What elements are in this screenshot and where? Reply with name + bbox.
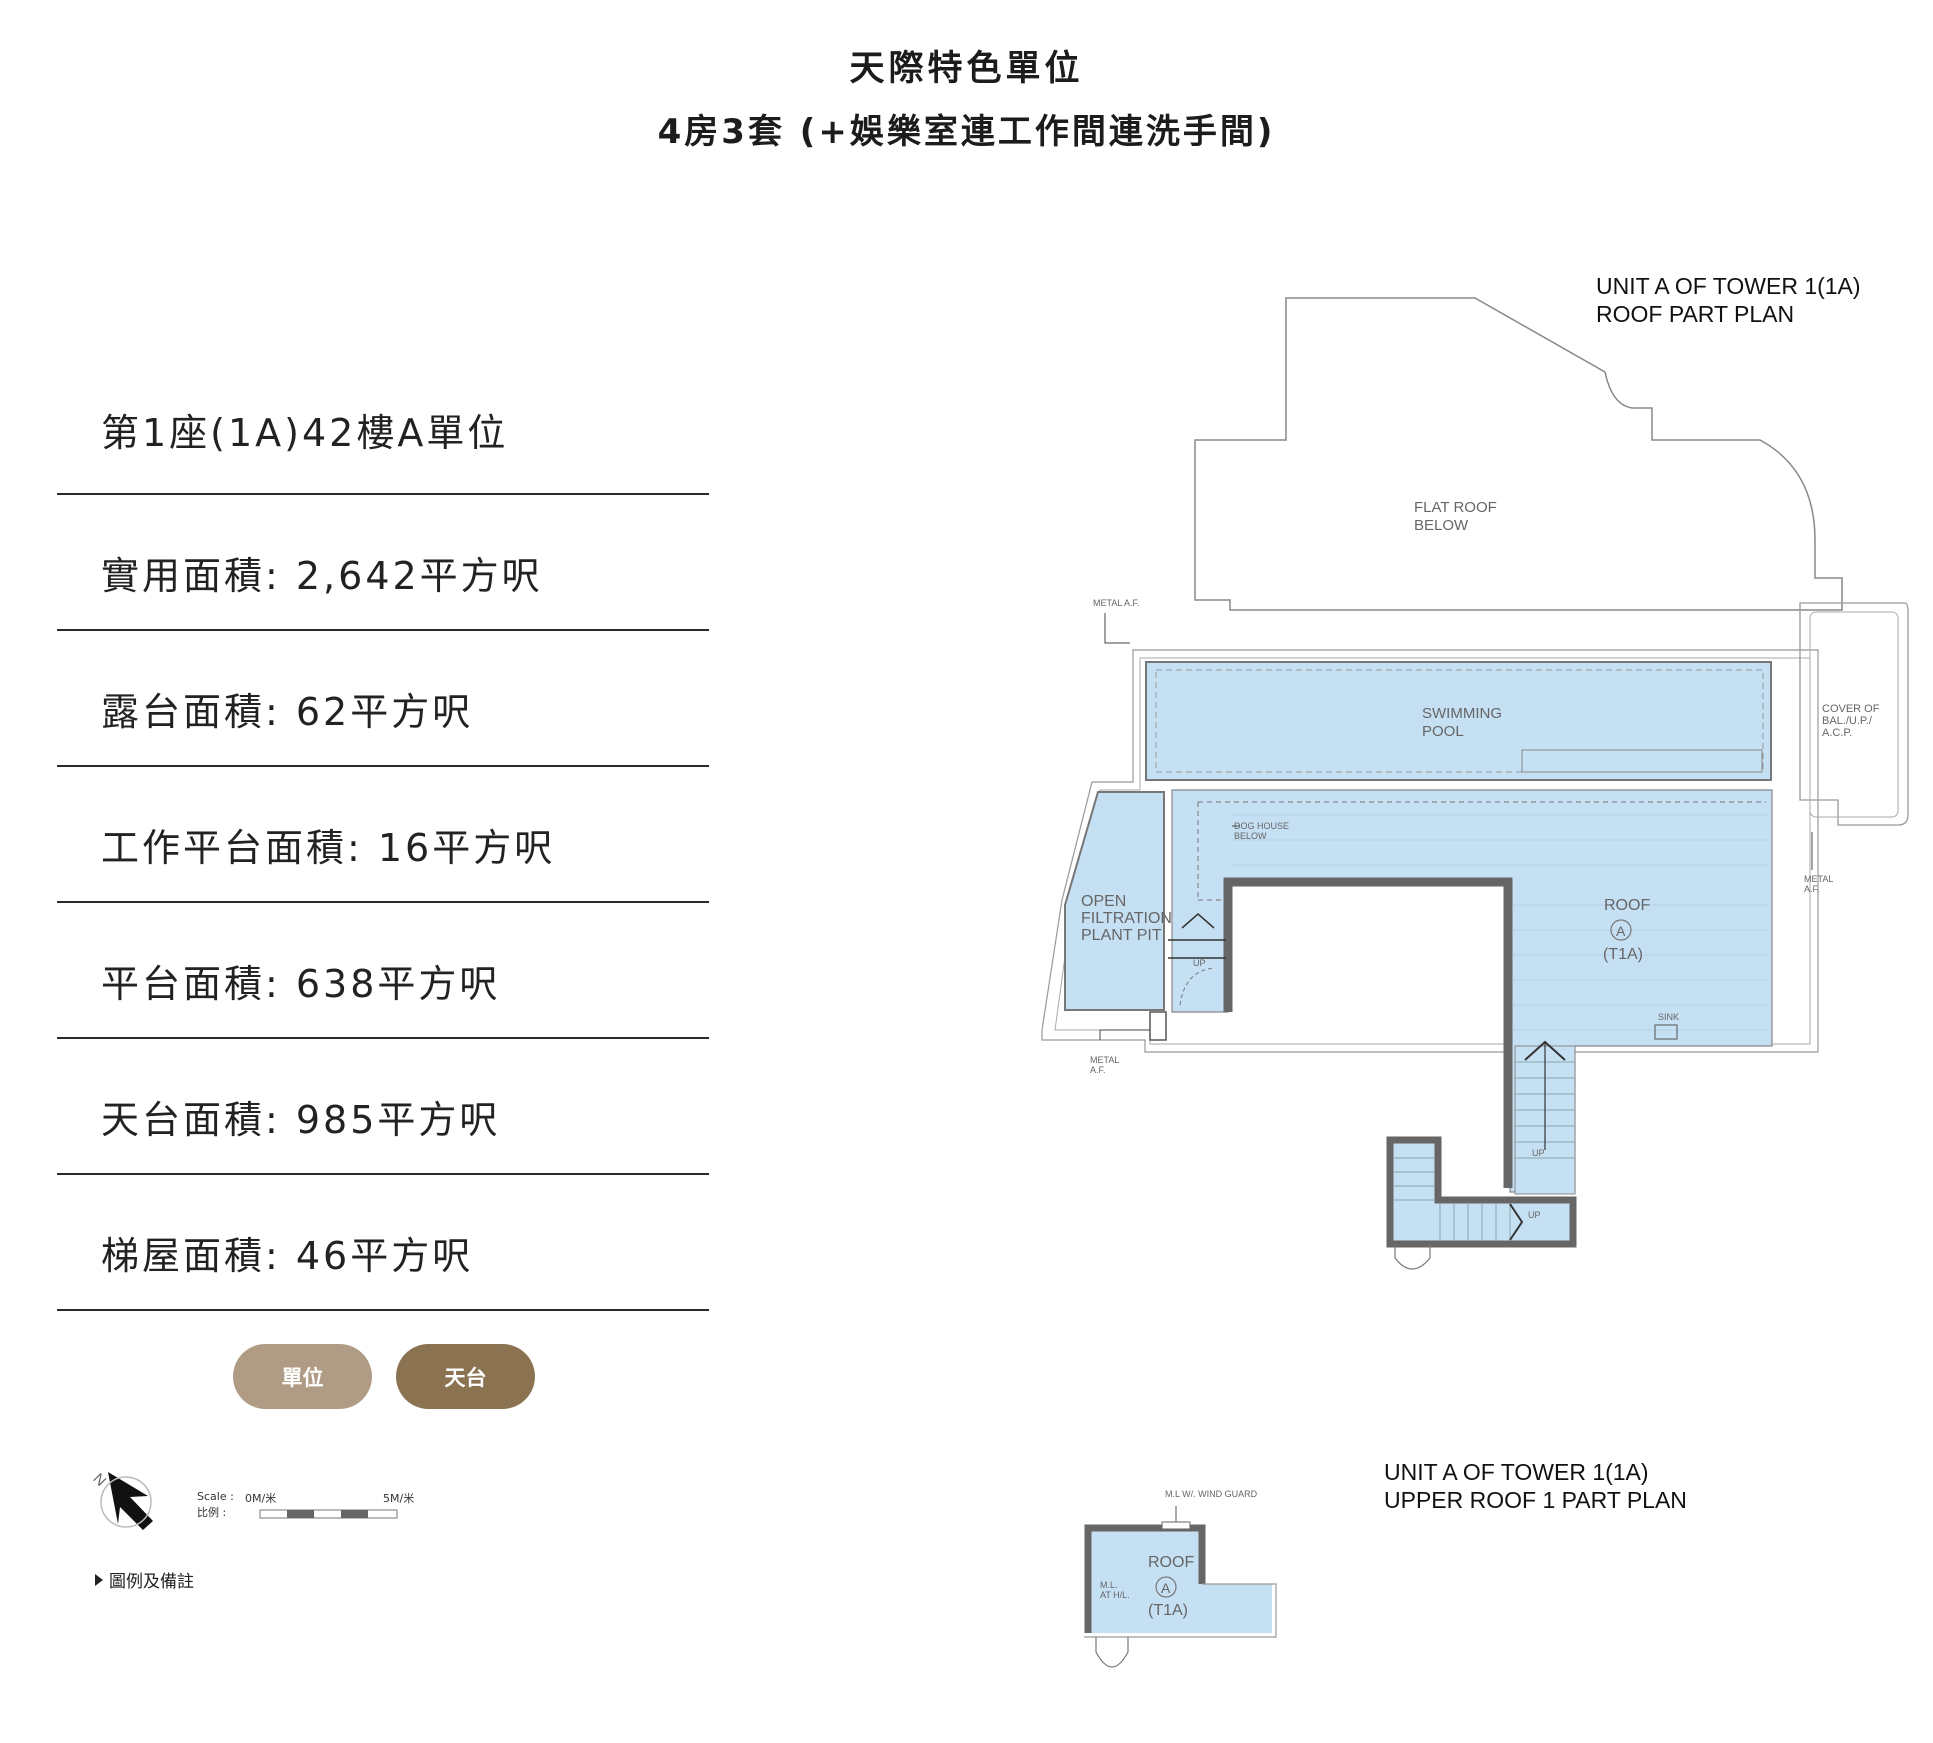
- metal-af-right-label-2: A.F.: [1804, 884, 1820, 894]
- info-text: 天台面積: 985平方呎: [101, 1098, 501, 1142]
- roof-outline: [1041, 649, 1819, 1053]
- swimming-pool-label-2: POOL: [1422, 723, 1464, 740]
- scale-label-en: Scale :: [197, 1490, 234, 1503]
- info-text: 第1座(1A)42樓A單位: [101, 411, 509, 455]
- up-arrow-icon: [1509, 1203, 1524, 1241]
- dog-house-label-2: BELOW: [1234, 831, 1267, 841]
- roof-code: (T1A): [1603, 946, 1643, 963]
- roof-tag-icon: [1610, 919, 1632, 941]
- upper-plan-title-line1: UNIT A OF TOWER 1(1A): [1384, 1459, 1649, 1485]
- swimming-pool-label-1: SWIMMING: [1422, 705, 1502, 722]
- cover-label-3: A.C.P.: [1822, 727, 1852, 739]
- cover-label-1: COVER OF: [1822, 703, 1880, 715]
- info-text: 實用面積: 2,642平方呎: [101, 554, 543, 598]
- play-triangle-icon: [95, 1573, 103, 1586]
- roof-letter: A: [1616, 923, 1626, 939]
- info-row-unit: 第1座(1A)42樓A單位: [57, 358, 709, 495]
- upper-roof-edge: [1084, 1583, 1277, 1638]
- roof-plan-title-line2: ROOF PART PLAN: [1596, 301, 1795, 327]
- wind-guard-marker: [1161, 1521, 1191, 1530]
- upper-roof-letter: A: [1161, 1580, 1171, 1596]
- info-row-flat-roof-area: 平台面積: 638平方呎: [57, 903, 709, 1039]
- info-text: 平台面積: 638平方呎: [101, 962, 501, 1006]
- roof-button[interactable]: 天台: [396, 1344, 535, 1409]
- sink-icon: [1654, 1024, 1678, 1040]
- info-row-stairhood-area: 梯屋面積: 46平方呎: [57, 1175, 709, 1311]
- filtration-plant-pit: [1064, 791, 1165, 1011]
- roof-plan-title: UNIT A OF TOWER 1(1A) ROOF PART PLAN: [1596, 272, 1861, 328]
- metal-af-top-label: METAL A.F.: [1093, 598, 1140, 608]
- filtration-label-2: FILTRATION: [1081, 910, 1172, 927]
- upper-roof-tag-icon: [1155, 1576, 1177, 1598]
- stair-left: [1168, 913, 1226, 1006]
- legend-notes-label: 圖例及備註: [109, 1572, 194, 1592]
- info-row-roof-area: 天台面積: 985平方呎: [57, 1039, 709, 1175]
- pool-step: [1521, 749, 1763, 773]
- filtration-label-3: PLANT PIT: [1081, 927, 1162, 944]
- info-text: 工作平台面積: 16平方呎: [101, 826, 556, 870]
- ml-label-1: M.L.: [1100, 1580, 1118, 1590]
- upper-roof-deck: [1088, 1528, 1272, 1633]
- up-label-1: UP: [1193, 958, 1206, 968]
- up-label-3: UP: [1528, 1210, 1541, 1220]
- roof-deck-planks: [1232, 814, 1770, 1031]
- ml-label-2: AT H/L.: [1100, 1590, 1130, 1600]
- stairhood-wall: [1223, 877, 1513, 1188]
- upper-plan-title-line2: UPPER ROOF 1 PART PLAN: [1384, 1487, 1687, 1513]
- balcony-cover-outline: [1799, 602, 1909, 826]
- flat-roof-outline: [1194, 297, 1843, 611]
- cover-label-2: BAL./U.P./: [1822, 715, 1873, 727]
- scale-label-zh: 比例 :: [197, 1506, 227, 1519]
- page-title: 天際特色單位: [849, 49, 1084, 89]
- sink-label: SINK: [1658, 1012, 1679, 1022]
- upper-roof-wall: [1084, 1524, 1206, 1633]
- info-row-balcony-area: 露台面積: 62平方呎: [57, 631, 709, 767]
- metal-af-right-label-1: METAL: [1804, 874, 1833, 884]
- info-row-saleable-area: 實用面積: 2,642平方呎: [57, 495, 709, 631]
- dog-house-outline: [1197, 801, 1766, 901]
- page-subtitle: 4房3套 (+娛樂室連工作間連洗手間): [657, 112, 1276, 152]
- balcony-cover-inner: [1809, 611, 1899, 818]
- filtration-label-1: OPEN: [1081, 893, 1126, 910]
- dog-house-label-1: DOG HOUSE: [1234, 821, 1289, 831]
- legend-notes-link[interactable]: 圖例及備註: [95, 1567, 194, 1592]
- roof-plan-title-line1: UNIT A OF TOWER 1(1A): [1596, 273, 1861, 299]
- unit-info-list: 第1座(1A)42樓A單位 實用面積: 2,642平方呎 露台面積: 62平方呎…: [57, 358, 709, 1311]
- info-text: 露台面積: 62平方呎: [101, 690, 474, 734]
- info-row-utility-platform-area: 工作平台面積: 16平方呎: [57, 767, 709, 903]
- wind-guard-label: M.L W/. WIND GUARD: [1165, 1489, 1258, 1499]
- up-label-2: UP: [1532, 1148, 1545, 1158]
- flat-roof-label-1: FLAT ROOF: [1414, 499, 1497, 516]
- upper-roof-code: (T1A): [1148, 1602, 1188, 1619]
- stair-lower-treads: [1394, 1157, 1511, 1240]
- scale-end: 5M/米: [383, 1492, 415, 1505]
- unit-button[interactable]: 單位: [233, 1344, 372, 1409]
- metal-af-left-label-1: METAL: [1090, 1055, 1119, 1065]
- swimming-pool-edge: [1155, 669, 1764, 773]
- info-text: 梯屋面積: 46平方呎: [101, 1234, 474, 1278]
- metal-af-left-label-2: A.F.: [1090, 1065, 1106, 1075]
- scale-start: 0M/米: [245, 1492, 277, 1505]
- metal-af-marker: [1149, 1011, 1167, 1041]
- upper-plan-title: UNIT A OF TOWER 1(1A) UPPER ROOF 1 PART …: [1384, 1458, 1687, 1514]
- door-swing: [1394, 1244, 1431, 1270]
- roof-label: ROOF: [1604, 897, 1650, 914]
- flat-roof-label-2: BELOW: [1414, 517, 1469, 534]
- swimming-pool: [1145, 661, 1772, 781]
- upper-roof-label: ROOF: [1148, 1554, 1194, 1571]
- stairhood-lower: [1386, 1136, 1577, 1248]
- roof-deck: [1171, 789, 1773, 1193]
- upper-door-swing: [1095, 1637, 1129, 1668]
